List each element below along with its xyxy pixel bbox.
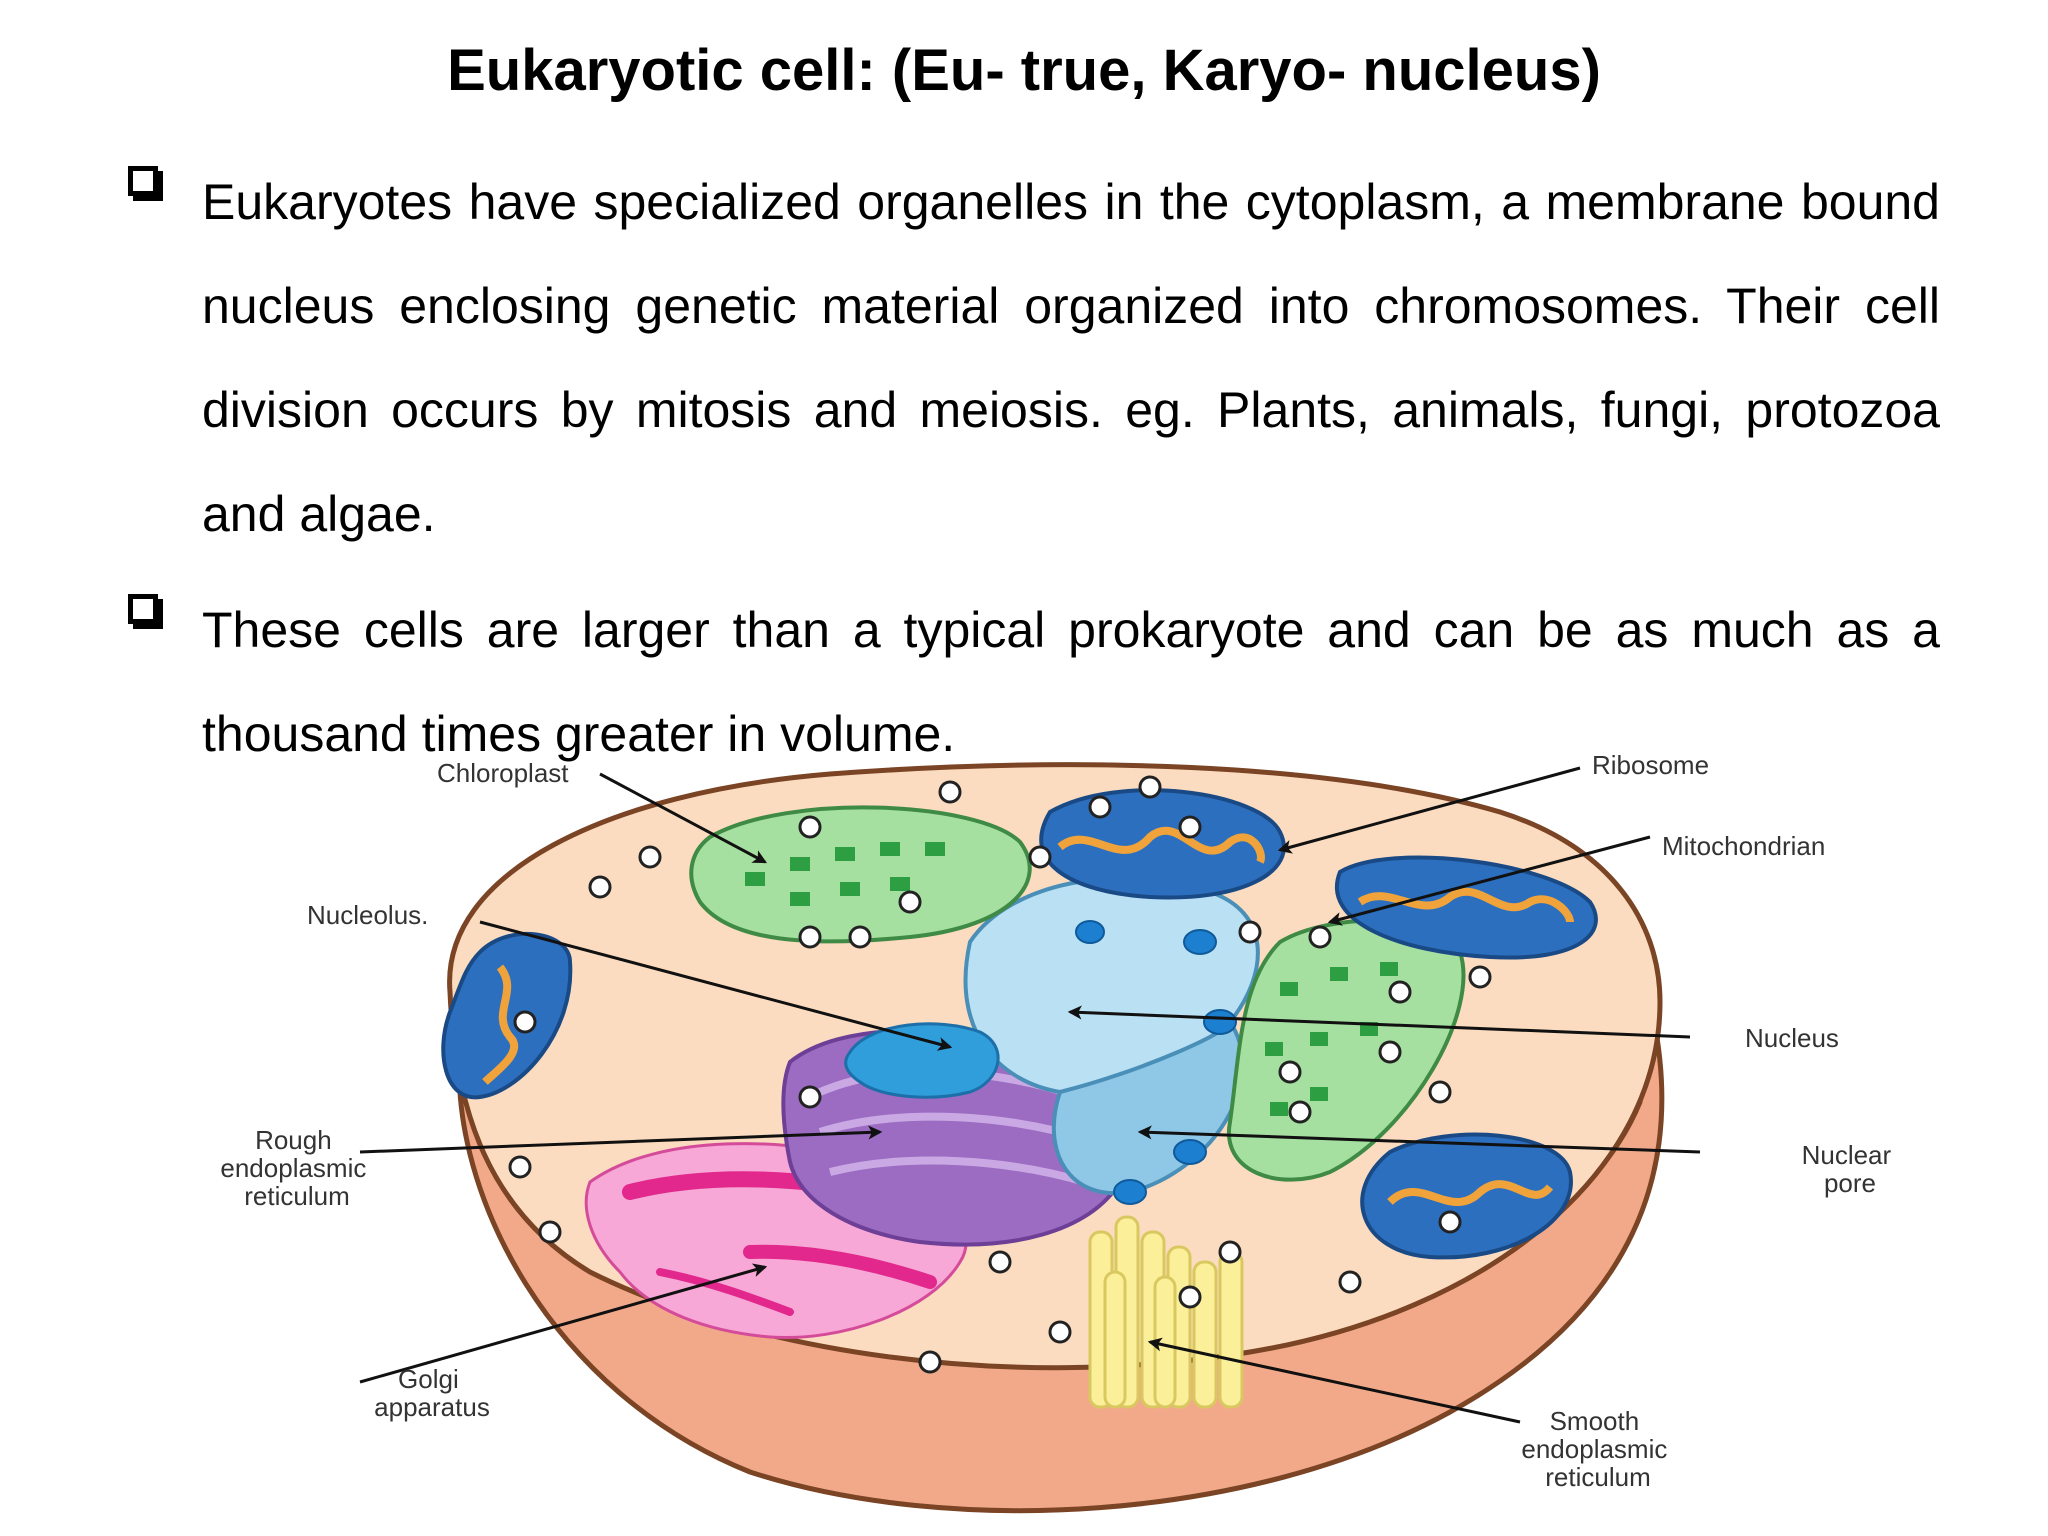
label-golgi-apparatus: Golgi apparatus — [374, 1364, 490, 1422]
checkbox-icon — [128, 166, 158, 196]
chloroplast-top — [689, 805, 1032, 944]
slide-title: Eukaryotic cell: (Eu- true, Karyo- nucle… — [447, 38, 1601, 103]
bullet-text: Eukaryotes have specialized organelles i… — [202, 174, 1940, 542]
eukaryotic-cell-diagram: Chloroplast Ribosome Mitochondrian Nucle… — [220, 752, 1899, 1514]
mitochondrion-right-top — [1335, 855, 1598, 960]
nucleus — [844, 876, 1267, 1205]
smooth-endoplasmic-reticulum — [1088, 1215, 1244, 1409]
mitochondrion-right-bottom — [1360, 1132, 1573, 1260]
label-pointers — [359, 766, 1701, 1424]
label-nucleolus: Nucleolus. — [307, 900, 428, 930]
ribosome-set — [508, 775, 1492, 1374]
bullet-item: These cells are larger than a typical pr… — [128, 578, 1940, 786]
checkbox-icon — [128, 594, 158, 624]
label-nuclear-pore: Nuclear pore — [1802, 1140, 1899, 1198]
label-rough-er: Rough endoplasmic reticulum — [220, 1125, 373, 1211]
label-smooth-er: Smooth endoplasmic reticulum — [1521, 1406, 1674, 1492]
mitochondrion-left — [441, 931, 573, 1100]
mitochondrion-top — [1039, 788, 1286, 900]
label-nucleus: Nucleus — [1745, 1023, 1839, 1053]
label-chloroplast: Chloroplast — [437, 758, 569, 788]
bullet-text: These cells are larger than a typical pr… — [202, 602, 1940, 762]
label-mitochondrian: Mitochondrian — [1662, 831, 1825, 861]
nucleolus — [844, 1022, 1000, 1099]
label-ribosome: Ribosome — [1592, 752, 1709, 780]
bullet-item: Eukaryotes have specialized organelles i… — [128, 150, 1940, 566]
